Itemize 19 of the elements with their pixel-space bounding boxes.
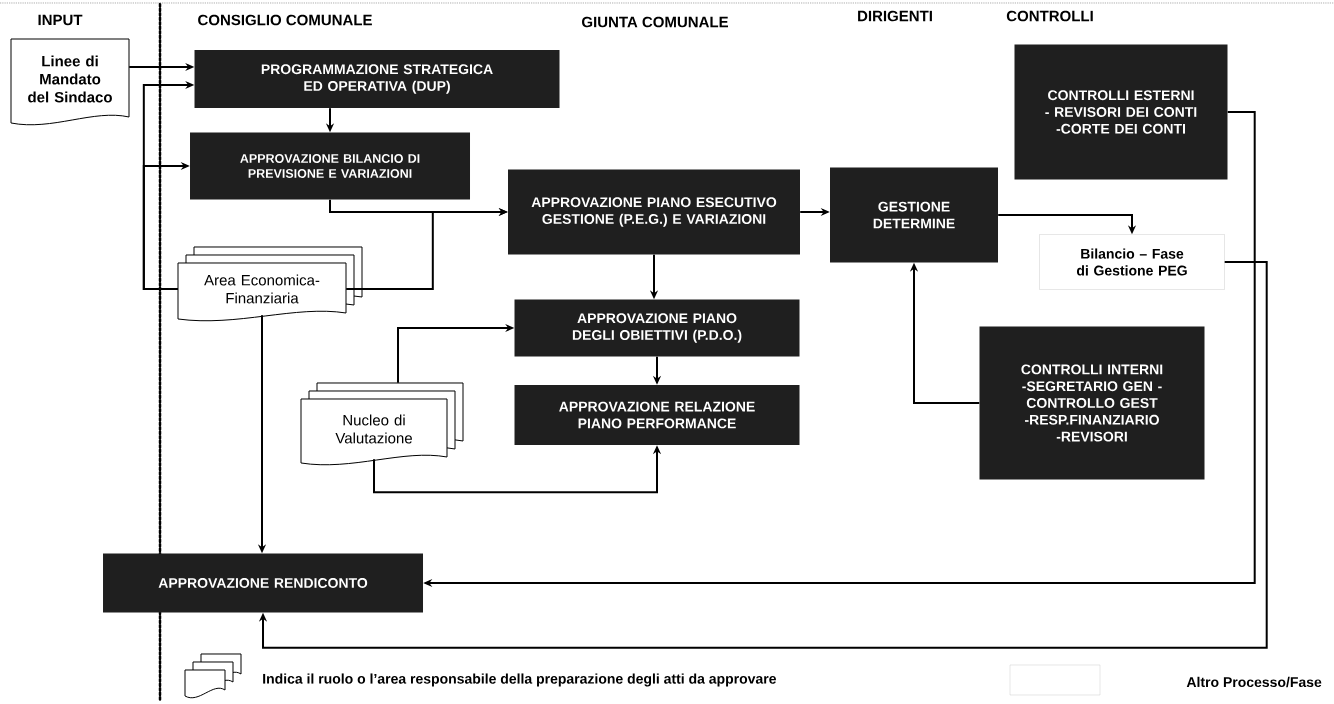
process-box: APPROVAZIONE BILANCIO DI PREVISIONE E VARIAZIONI	[190, 132, 470, 200]
arrow	[258, 261, 1268, 649]
process-box: APPROVAZIONE PIANO ESECUTIVO GESTIONE (P.E.G.) E VARIAZIONI	[508, 169, 800, 255]
column-heading: CONSIGLIO COMUNALE	[198, 14, 372, 26]
process-box: CONTROLLI ESTERNI - REVISORI DEI CONTI -CORTE DEI CONTI	[1014, 44, 1228, 180]
process-box: PROGRAMMAZIONE STRATEGICA ED OPERATIVA (DUP)	[194, 50, 560, 108]
process-box: APPROVAZIONE RENDICONTO	[103, 553, 423, 613]
process-box: Bilancio – Fase di Gestione PEG	[1039, 234, 1225, 290]
column-heading: DIRIGENTI	[858, 10, 932, 22]
process-box: APPROVAZIONE PIANO DEGLI OBIETTIVI (P.D.O.)	[514, 299, 800, 357]
document-stack: Area Economica-Finanziaria	[177, 246, 363, 322]
column-heading: CONTROLLI	[1006, 10, 1093, 22]
column-heading: GIUNTA COMUNALE	[582, 16, 728, 28]
process-box: APPROVAZIONE RELAZIONE PIANO PERFORMANCE	[514, 385, 800, 445]
legend-text: Altro Processo/Fase	[1186, 676, 1322, 688]
process-box: GESTIONE DETERMINE	[830, 167, 998, 263]
legend-text: Indica il ruolo o l’area responsabile della preparazione degli atti da approvare	[263, 673, 776, 687]
document-stack: Nucleo di Valutazione	[300, 382, 464, 466]
process-box: CONTROLLI INTERNI -SEGRETARIO GEN -CONTROLLO GEST -RESP.FINANZIARIO -REVISORI	[979, 326, 1205, 480]
